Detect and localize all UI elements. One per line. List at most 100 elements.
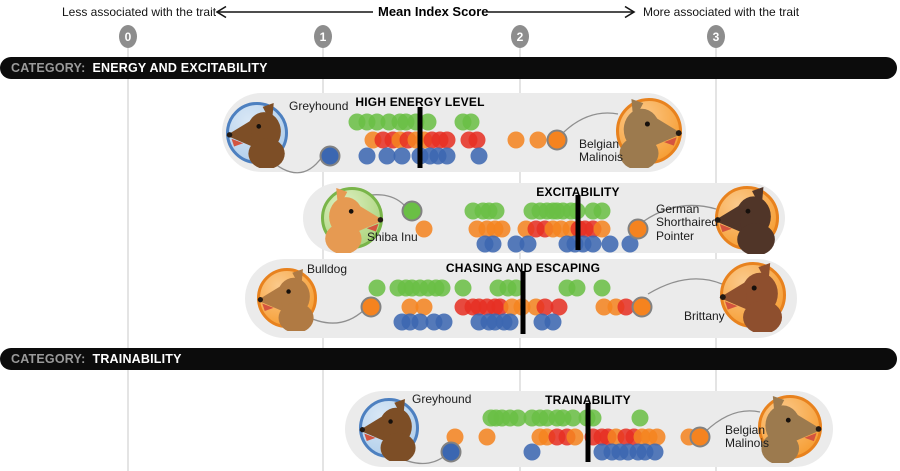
breed-dot bbox=[584, 235, 602, 253]
breed-dot bbox=[368, 279, 386, 297]
dog-head-icon bbox=[714, 186, 776, 254]
breed-dot bbox=[454, 279, 472, 297]
tick-2: 2 bbox=[511, 25, 529, 48]
callout-line bbox=[647, 278, 723, 295]
breed-dot bbox=[446, 428, 464, 446]
dog-head-icon bbox=[619, 98, 683, 169]
breed-label-high: Brittany bbox=[684, 309, 725, 323]
trait-title: HIGH ENERGY LEVEL bbox=[355, 95, 485, 109]
breed-dot bbox=[438, 147, 456, 165]
highlighted-dot-belgian-malinois bbox=[546, 129, 568, 151]
breed-label-low: Shiba Inu bbox=[367, 230, 418, 244]
trait-title: EXCITABILITY bbox=[536, 185, 620, 199]
axis-title: Mean Index Score bbox=[378, 4, 489, 19]
dog-head-icon bbox=[761, 395, 823, 463]
breed-dot bbox=[617, 298, 635, 316]
breed-dot bbox=[568, 279, 586, 297]
breed-dot bbox=[593, 279, 611, 297]
tick-3: 3 bbox=[707, 25, 725, 48]
breed-dot bbox=[478, 428, 496, 446]
gridline-0 bbox=[127, 48, 129, 471]
breed-portrait-greyhound bbox=[225, 102, 288, 168]
breed-dot bbox=[401, 298, 419, 316]
mean-score-marker bbox=[585, 403, 591, 462]
mean-score-marker bbox=[520, 271, 526, 334]
breed-dot bbox=[468, 131, 486, 149]
mean-score-marker bbox=[575, 195, 581, 250]
breed-dot bbox=[621, 235, 639, 253]
dog-head-icon bbox=[225, 102, 285, 168]
breed-dot bbox=[411, 313, 429, 331]
category-prefix: CATEGORY: bbox=[11, 352, 86, 366]
breed-dot bbox=[529, 131, 547, 149]
breed-dot bbox=[523, 443, 541, 461]
breed-dot bbox=[646, 443, 664, 461]
breed-dot bbox=[566, 428, 584, 446]
category-name: TRAINABILITY bbox=[92, 352, 182, 366]
highlighted-dot-greyhound bbox=[440, 441, 462, 463]
breed-dot bbox=[593, 202, 611, 220]
breed-portrait-belgian-malinois bbox=[758, 395, 823, 463]
callout-line bbox=[643, 204, 717, 222]
breed-dot bbox=[419, 113, 437, 131]
highlighted-dot-bulldog bbox=[360, 296, 382, 318]
dog-head-icon bbox=[324, 187, 384, 253]
category-bar-energy: CATEGORY: ENERGY AND EXCITABILITY bbox=[0, 57, 897, 79]
breed-dot bbox=[550, 298, 568, 316]
mean-score-marker bbox=[417, 107, 423, 168]
breed-dot bbox=[487, 202, 505, 220]
breed-dot bbox=[358, 147, 376, 165]
breed-dot bbox=[593, 220, 611, 238]
breed-dot bbox=[648, 428, 666, 446]
axis-left-label: Less associated with the trait bbox=[62, 5, 217, 19]
breed-dot bbox=[544, 313, 562, 331]
breed-dot bbox=[519, 235, 537, 253]
dog-head-icon bbox=[358, 398, 416, 462]
trait-title: TRAINABILITY bbox=[545, 393, 631, 407]
breed-dot bbox=[501, 313, 519, 331]
breed-dot bbox=[378, 147, 396, 165]
highlighted-dot-greyhound bbox=[319, 145, 341, 167]
breed-label-low: Greyhound bbox=[412, 392, 472, 406]
breed-portrait-shiba-inu bbox=[321, 187, 384, 253]
trait-title: CHASING AND ESCAPING bbox=[445, 261, 601, 275]
breed-dot bbox=[462, 113, 480, 131]
breed-dot bbox=[507, 131, 525, 149]
breed-label-low: Greyhound bbox=[289, 99, 349, 113]
highlighted-dot-shiba-inu bbox=[401, 200, 423, 222]
breed-portrait-german-shorthaired-pointer bbox=[714, 186, 779, 254]
breed-dot bbox=[601, 235, 619, 253]
breed-dot bbox=[507, 279, 525, 297]
category-prefix: CATEGORY: bbox=[11, 61, 86, 75]
breed-dot bbox=[415, 220, 433, 238]
breed-dot bbox=[470, 147, 488, 165]
category-name: ENERGY AND EXCITABILITY bbox=[92, 61, 268, 75]
category-bar-trainability: CATEGORY: TRAINABILITY bbox=[0, 348, 897, 370]
tick-0: 0 bbox=[119, 25, 137, 48]
breed-dot bbox=[438, 131, 456, 149]
left-arrow-icon bbox=[215, 5, 373, 19]
highlighted-dot-german-shorthaired-pointer bbox=[627, 218, 649, 240]
breed-portrait-bulldog bbox=[256, 268, 317, 332]
breed-dot bbox=[393, 147, 411, 165]
breed-portrait-brittany bbox=[719, 262, 786, 333]
breed-portrait-belgian-malinois bbox=[616, 98, 683, 169]
breed-portrait-greyhound bbox=[358, 398, 419, 462]
breed-dot bbox=[433, 279, 451, 297]
breed-dot bbox=[564, 409, 582, 427]
dog-head-icon bbox=[256, 268, 314, 332]
breed-dot bbox=[415, 298, 433, 316]
right-arrow-icon bbox=[488, 5, 636, 19]
breed-dot bbox=[484, 235, 502, 253]
breed-dot bbox=[536, 298, 554, 316]
breed-dot bbox=[435, 313, 453, 331]
breed-dot bbox=[493, 220, 511, 238]
highlighted-dot-belgian-malinois bbox=[689, 426, 711, 448]
breed-label-low: Bulldog bbox=[307, 262, 348, 276]
callout-line bbox=[704, 410, 761, 433]
axis-right-label: More associated with the trait bbox=[643, 5, 800, 19]
